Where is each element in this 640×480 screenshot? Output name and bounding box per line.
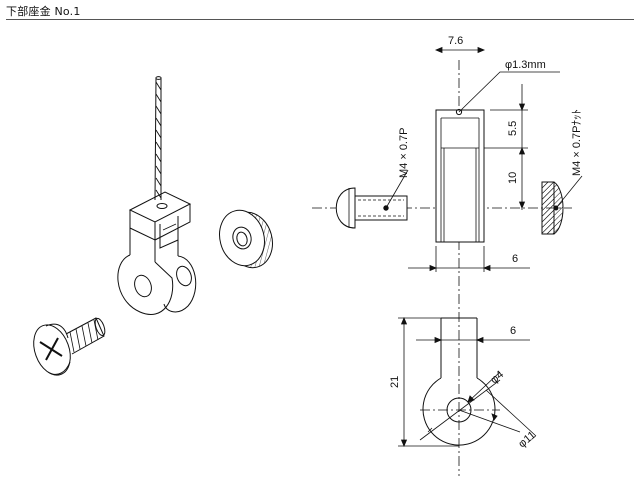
iso-screw [33,317,106,376]
iso-knurled-nut [219,209,273,269]
dim-slot-width: 6 [512,253,518,265]
page-title: 下部座金 No.1 [6,5,81,18]
front-view-screw [335,187,408,229]
dim-overall-height: 21 [389,376,401,388]
dim-tab-width: 6 [510,325,516,337]
side-view-tab [419,317,501,446]
dim-hole-diameter: φ1.3mm [505,59,546,71]
label-nut-thread: M4 × 0.7Pﾅｯﾄ [571,109,583,176]
dim-height-upper: 5.5 [507,121,519,136]
dim-outer-diameter: φ11 [516,429,538,450]
label-screw-thread: M4 × 0.7P [398,128,410,178]
dimension-lines [408,46,530,272]
dim-width-top: 7.6 [448,35,463,47]
side-view-dimensions [398,316,537,448]
dim-inner-diameter: φ4 [488,369,506,387]
title-underline [6,19,634,20]
dim-height-lower: 10 [507,172,519,184]
leaders [385,71,583,209]
iso-wire [154,76,162,201]
front-view-nut [541,181,564,235]
iso-bracket [117,191,197,315]
front-view-bracket [435,108,485,243]
